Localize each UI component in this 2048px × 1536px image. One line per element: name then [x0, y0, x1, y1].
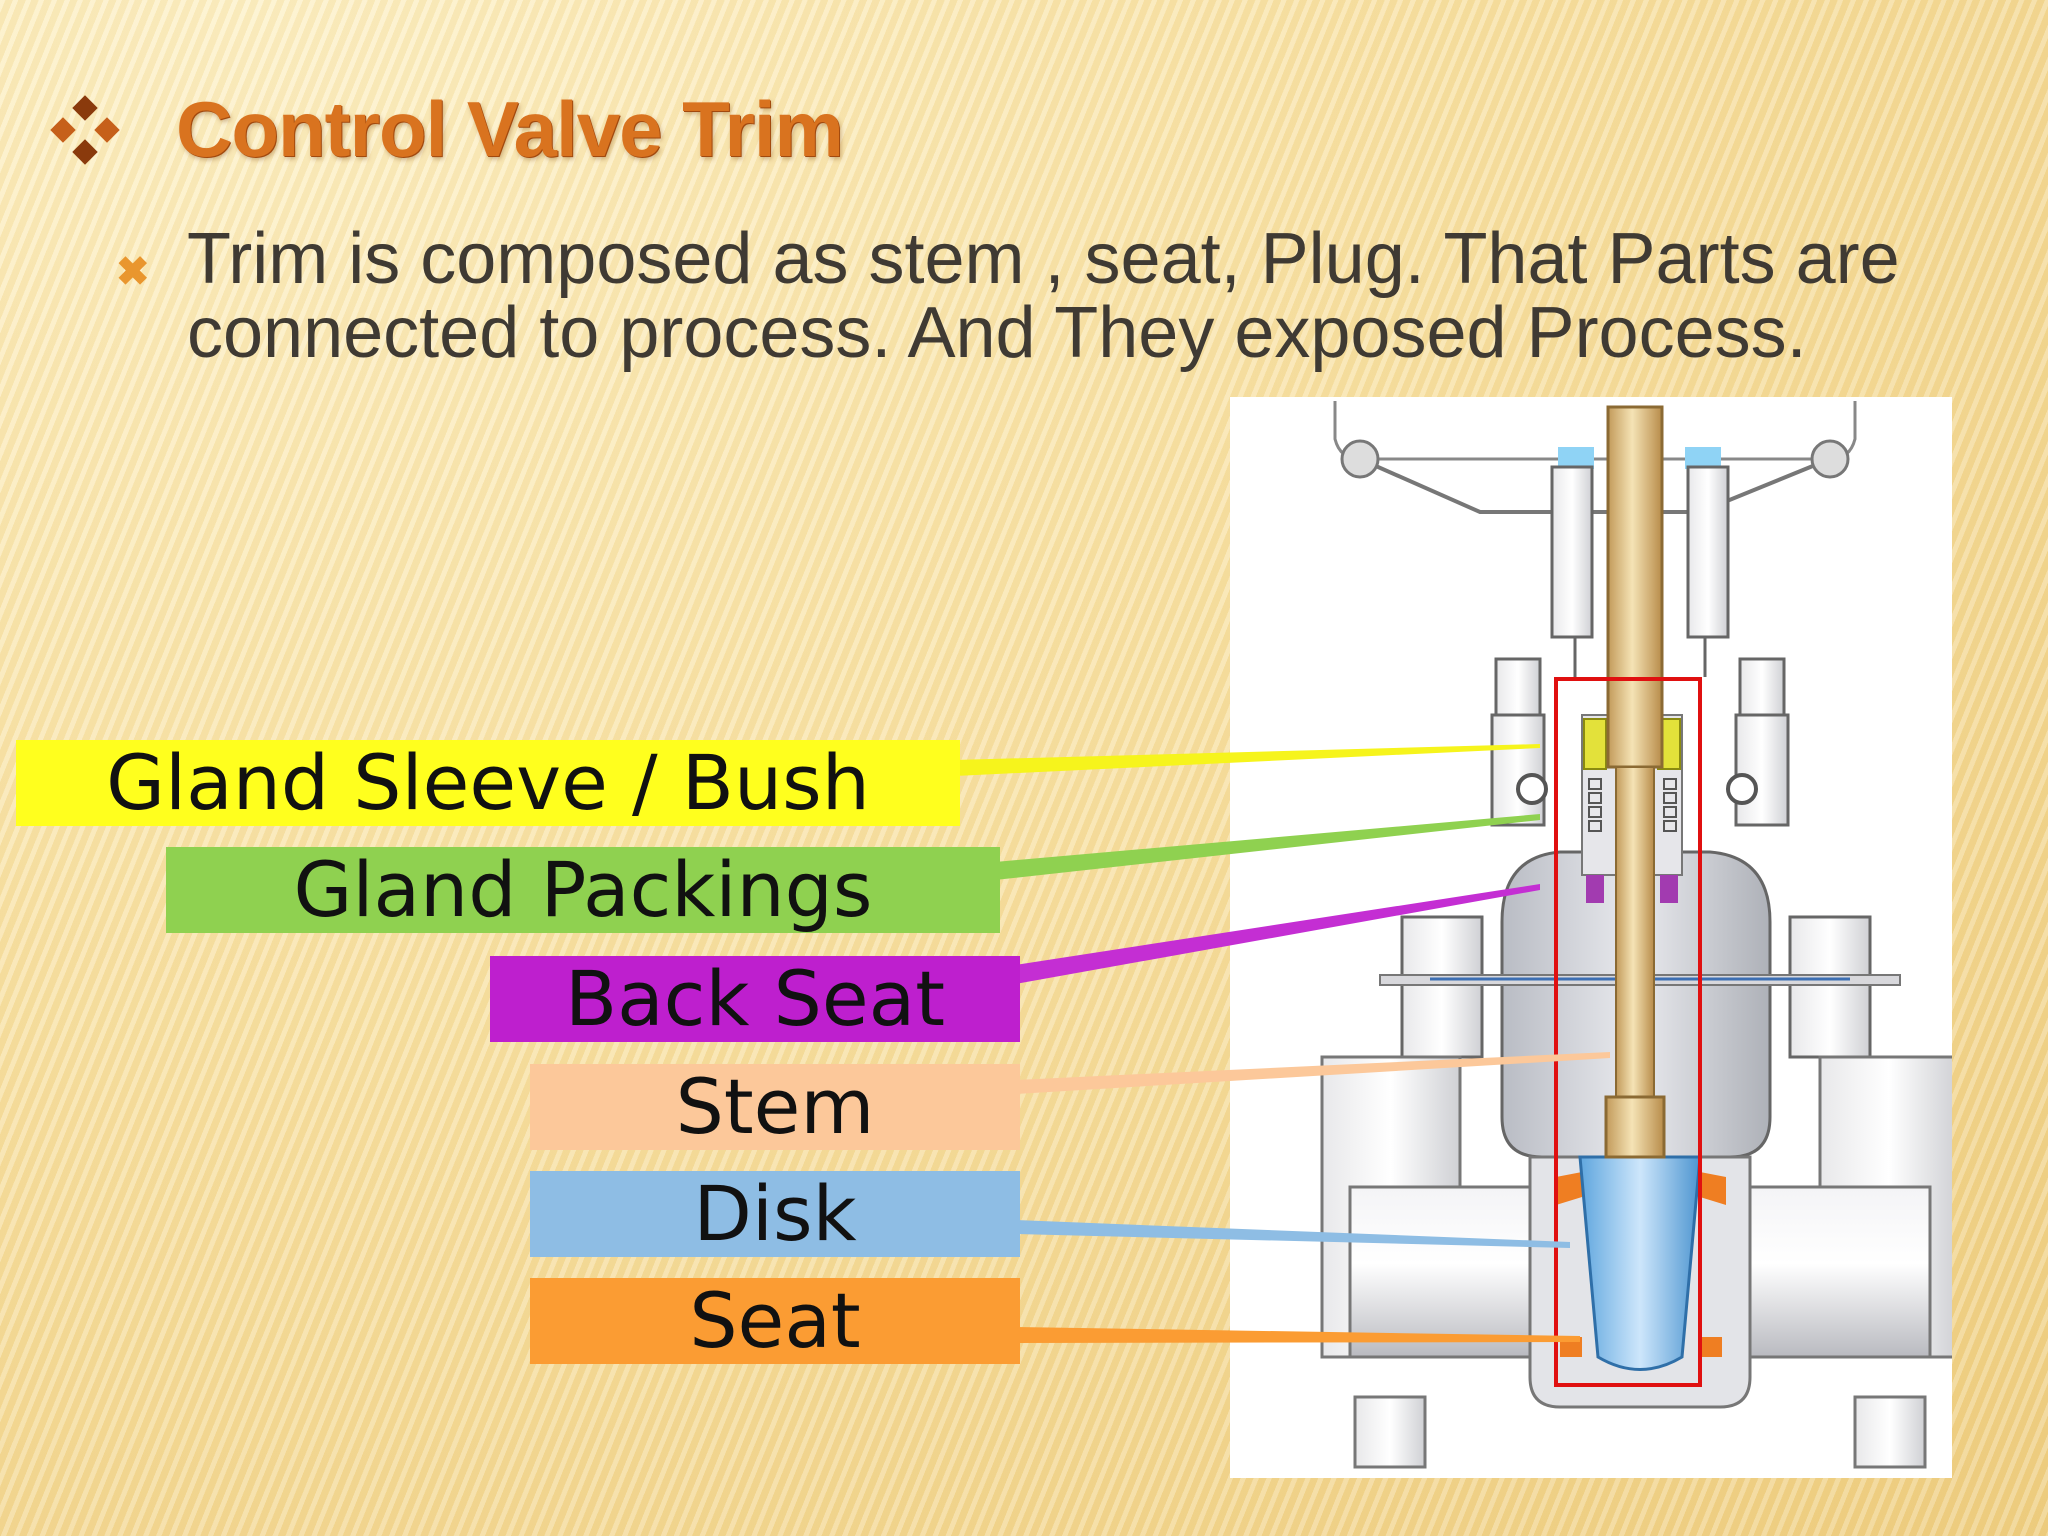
label-seat: Seat: [530, 1278, 1020, 1364]
label-back-seat: Back Seat: [490, 956, 1020, 1042]
bullet-text: Trim is composed as stem , seat, Plug. T…: [187, 219, 1900, 373]
leader-gland-packings: [995, 814, 1540, 880]
leader-back-seat: [1015, 884, 1540, 984]
trim-highlight-box: [1554, 677, 1702, 1387]
cross-bullet-icon: ✖: [116, 250, 150, 294]
leader-gland-sleeve: [955, 744, 1540, 776]
leader-stem: [1015, 1052, 1610, 1094]
label-gland-sleeve-bush: Gland Sleeve / Bush: [16, 740, 960, 826]
label-gland-packings: Gland Packings: [166, 847, 1000, 933]
diamond-bullet-icon: [50, 95, 120, 165]
label-disk: Disk: [530, 1171, 1020, 1257]
slide-title: Control Valve Trim: [176, 85, 844, 173]
leader-disk: [1015, 1220, 1570, 1248]
label-stem: Stem: [530, 1064, 1020, 1150]
gate-valve-drawing: [1320, 401, 1960, 1469]
leader-seat: [1015, 1327, 1580, 1343]
valve-diagram: [1230, 397, 1960, 1478]
